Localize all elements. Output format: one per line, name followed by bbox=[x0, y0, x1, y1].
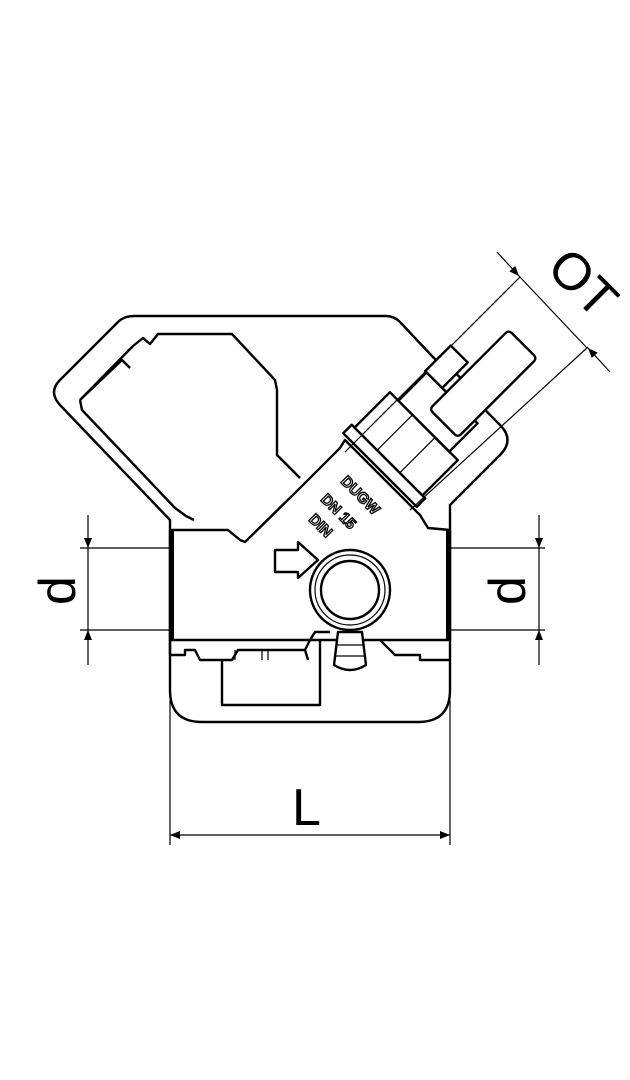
dimension-d-left: d bbox=[29, 515, 172, 665]
dimension-d-right: d bbox=[448, 515, 545, 665]
flow-direction-arrow bbox=[273, 540, 320, 580]
dimension-label-l: L bbox=[292, 779, 321, 837]
housing-inner-edge bbox=[78, 358, 195, 522]
body-lower-segments bbox=[234, 650, 269, 660]
pipe-nut-facet bbox=[399, 437, 436, 474]
dimension-label-d-left: d bbox=[29, 576, 87, 605]
pipe-tube bbox=[429, 330, 537, 438]
dimension-label-ot: OT bbox=[537, 237, 629, 329]
pipe-nut-facet bbox=[376, 414, 413, 451]
drain-nipple-rings bbox=[335, 644, 365, 657]
body-lower-recess bbox=[220, 640, 322, 707]
housing-inner-bracket bbox=[79, 332, 301, 479]
dimension-l: L bbox=[169, 700, 451, 845]
test-port bbox=[308, 548, 392, 632]
dimension-label-d-right: d bbox=[479, 576, 537, 605]
outlet-pipe-assembly bbox=[342, 330, 537, 508]
drain-nipple bbox=[332, 630, 368, 672]
body-lower-detail bbox=[168, 630, 450, 662]
